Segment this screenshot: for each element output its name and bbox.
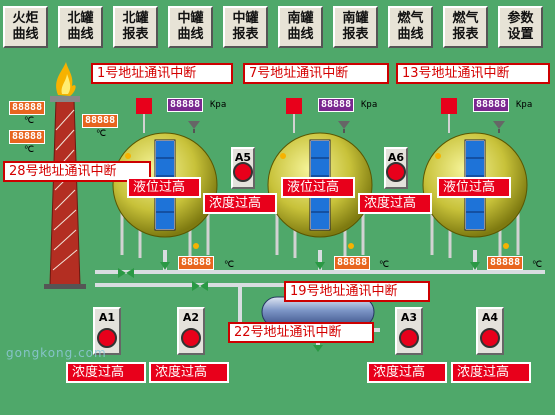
watermark: gongkong.com bbox=[6, 346, 107, 360]
temperature-readout-tank-1: 88888 bbox=[178, 256, 215, 270]
nav-label: 南罐 bbox=[342, 11, 369, 26]
comm-alarm-addr-28: 28号地址通讯中断 bbox=[3, 161, 151, 182]
nav-label: 报表 bbox=[232, 27, 259, 42]
unit-label: ℃ bbox=[96, 129, 107, 139]
nav-label: 报表 bbox=[342, 27, 369, 42]
temperature-readout-tank-2: 88888 bbox=[334, 256, 371, 270]
unit-label: Kpa bbox=[210, 100, 227, 110]
panel-label: A6 bbox=[387, 151, 405, 164]
tank-2-concentration-alarm: 浓度过高 bbox=[358, 193, 432, 214]
nav-south-tank-report-button[interactable]: 南罐报表 bbox=[333, 6, 378, 48]
nav-label: 中罐 bbox=[177, 11, 204, 26]
nav-label: 设置 bbox=[507, 27, 534, 42]
unit-label: ℃ bbox=[24, 145, 35, 155]
nav-north-tank-curve-button[interactable]: 北罐曲线 bbox=[58, 6, 103, 48]
comm-alarm-addr-19: 19号地址通讯中断 bbox=[284, 281, 430, 302]
unit-label: Kpa bbox=[361, 100, 378, 110]
detector-panel-a2[interactable]: A2 bbox=[177, 307, 205, 355]
panel-label: A3 bbox=[400, 311, 418, 324]
unit-label: ℃ bbox=[379, 260, 390, 270]
alarm-indicator-icon[interactable] bbox=[399, 328, 419, 348]
nav-gas-report-button[interactable]: 燃气报表 bbox=[443, 6, 488, 48]
nav-gas-curve-button[interactable]: 燃气曲线 bbox=[388, 6, 433, 48]
detector-panel-a5[interactable]: A5 bbox=[231, 147, 255, 189]
panel-label: A5 bbox=[234, 151, 252, 164]
alarm-indicator-icon[interactable] bbox=[480, 328, 500, 348]
a2-concentration-alarm: 浓度过高 bbox=[149, 362, 229, 383]
flare-stack-graphic bbox=[44, 62, 86, 289]
comm-alarm-addr-22: 22号地址通讯中断 bbox=[228, 322, 374, 343]
nav-middle-tank-report-button[interactable]: 中罐报表 bbox=[223, 6, 268, 48]
nav-north-tank-report-button[interactable]: 北罐报表 bbox=[113, 6, 158, 48]
unit-label: ℃ bbox=[224, 260, 235, 270]
detector-panel-a4[interactable]: A4 bbox=[476, 307, 504, 355]
nav-label: 曲线 bbox=[177, 27, 204, 42]
unit-label: ℃ bbox=[532, 260, 543, 270]
nav-label: 报表 bbox=[452, 27, 479, 42]
pressure-readout-tank-2: 88888 bbox=[318, 98, 355, 112]
nav-label: 曲线 bbox=[67, 27, 94, 42]
nav-label: 燃气 bbox=[397, 11, 424, 26]
comm-alarm-addr-7: 7号地址通讯中断 bbox=[243, 63, 389, 84]
detector-panel-a6[interactable]: A6 bbox=[384, 147, 408, 189]
nav-label: 中罐 bbox=[232, 11, 259, 26]
torch-readout-3: 88888 bbox=[82, 114, 119, 128]
tank-3-level-alarm: 液位过高 bbox=[437, 177, 511, 198]
nav-label: 报表 bbox=[122, 27, 149, 42]
nav-label: 燃气 bbox=[452, 11, 479, 26]
nav-label: 参数 bbox=[507, 11, 534, 26]
detector-panel-a3[interactable]: A3 bbox=[395, 307, 423, 355]
detector-panel-a1[interactable]: A1 bbox=[93, 307, 121, 355]
comm-alarm-addr-13: 13号地址通讯中断 bbox=[396, 63, 550, 84]
panel-label: A2 bbox=[182, 311, 200, 324]
unit-label: ℃ bbox=[24, 116, 35, 126]
nav-label: 北罐 bbox=[67, 11, 94, 26]
alarm-indicator-icon[interactable] bbox=[181, 328, 201, 348]
nav-label: 曲线 bbox=[397, 27, 424, 42]
nav-south-tank-curve-button[interactable]: 南罐曲线 bbox=[278, 6, 323, 48]
temperature-readout-tank-3: 88888 bbox=[487, 256, 524, 270]
a3-concentration-alarm: 浓度过高 bbox=[367, 362, 447, 383]
nav-bar: 火炬曲线 北罐曲线 北罐报表 中罐曲线 中罐报表 南罐曲线 南罐报表 燃气曲线 … bbox=[0, 0, 555, 52]
panel-label: A4 bbox=[481, 311, 499, 324]
alarm-indicator-icon[interactable] bbox=[97, 328, 117, 348]
nav-torch-curve-button[interactable]: 火炬曲线 bbox=[3, 6, 48, 48]
nav-middle-tank-curve-button[interactable]: 中罐曲线 bbox=[168, 6, 213, 48]
alarm-indicator-icon[interactable] bbox=[386, 162, 406, 182]
a4-concentration-alarm: 浓度过高 bbox=[451, 362, 531, 383]
nav-label: 火炬 bbox=[12, 11, 39, 26]
pressure-readout-tank-1: 88888 bbox=[167, 98, 204, 112]
panel-label: A1 bbox=[98, 311, 116, 324]
pressure-readout-tank-3: 88888 bbox=[473, 98, 510, 112]
nav-settings-button[interactable]: 参数设置 bbox=[498, 6, 543, 48]
comm-alarm-addr-1: 1号地址通讯中断 bbox=[91, 63, 233, 84]
valve-icon bbox=[118, 268, 208, 291]
nav-label: 曲线 bbox=[287, 27, 314, 42]
horizontal-vessel bbox=[261, 296, 375, 352]
nav-label: 曲线 bbox=[12, 27, 39, 42]
unit-label: Kpa bbox=[516, 100, 533, 110]
nav-label: 南罐 bbox=[287, 11, 314, 26]
torch-readout-2: 88888 bbox=[9, 130, 46, 144]
a1-concentration-alarm: 浓度过高 bbox=[66, 362, 146, 383]
tank-2-level-alarm: 液位过高 bbox=[281, 177, 355, 198]
nav-label: 北罐 bbox=[122, 11, 149, 26]
tank-1-concentration-alarm: 浓度过高 bbox=[203, 193, 277, 214]
torch-readout-1: 88888 bbox=[9, 101, 46, 115]
tank-1-level-alarm: 液位过高 bbox=[127, 177, 201, 198]
alarm-indicator-icon[interactable] bbox=[233, 162, 253, 182]
